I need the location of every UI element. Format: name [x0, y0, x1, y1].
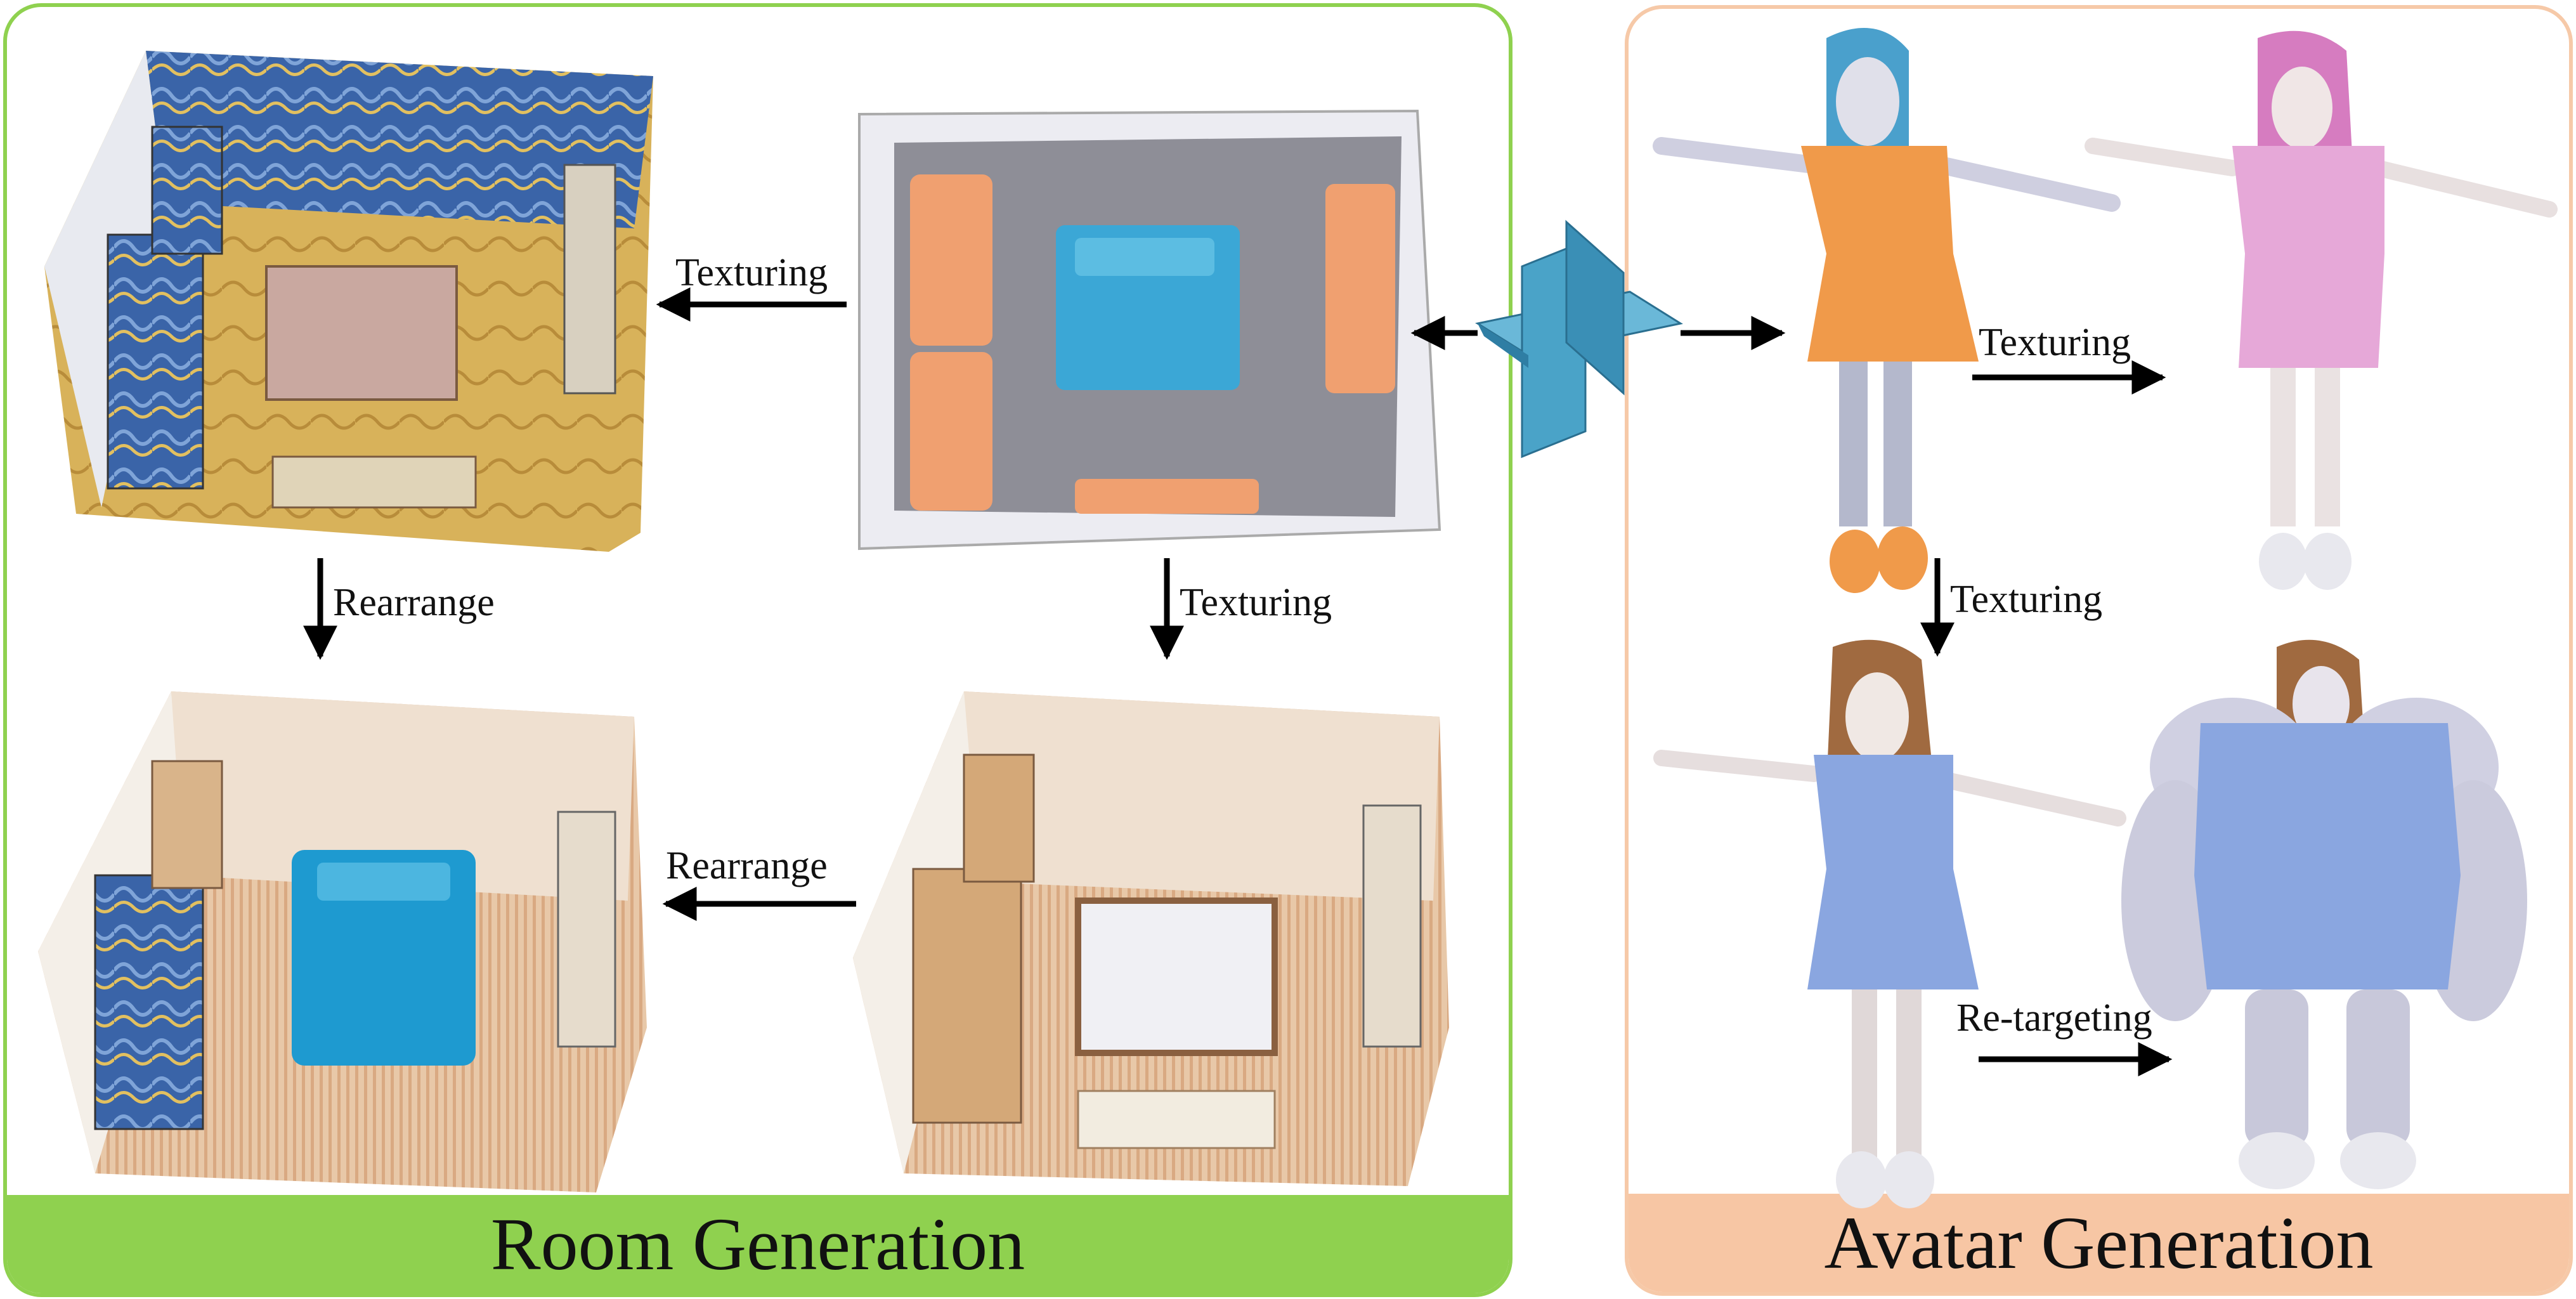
- room-wood-textured: [853, 691, 1449, 1186]
- room-starry-textured: [44, 51, 653, 552]
- hub-3d-planes-icon: [1475, 219, 1683, 459]
- room-layout-untextured: [858, 109, 1441, 551]
- label-texturing-right: Texturing: [1180, 581, 1332, 624]
- avatar-generation-panel: Avatar Generation: [1625, 5, 2573, 1296]
- room-panel-title: Room Generation: [7, 1195, 1509, 1293]
- label-rearrange-bottom: Rearrange: [666, 844, 828, 887]
- label-avatar-retargeting: Re-targeting: [1956, 996, 2152, 1040]
- avatar-orange-base: [1653, 28, 2121, 593]
- label-rearrange-left: Rearrange: [333, 581, 495, 624]
- label-avatar-texturing-down: Texturing: [1950, 578, 2103, 621]
- avatar-pink-textured: [2085, 30, 2558, 590]
- avatar-blue-dress: [1653, 639, 2126, 1208]
- label-avatar-texturing-top: Texturing: [1979, 321, 2131, 364]
- label-texturing-top: Texturing: [675, 251, 828, 294]
- avatar-panel-title: Avatar Generation: [1629, 1194, 2569, 1292]
- flow-arrows: [303, 287, 2173, 1076]
- room-rearranged: [38, 691, 647, 1192]
- avatar-retargeted-muscular: [2121, 639, 2527, 1189]
